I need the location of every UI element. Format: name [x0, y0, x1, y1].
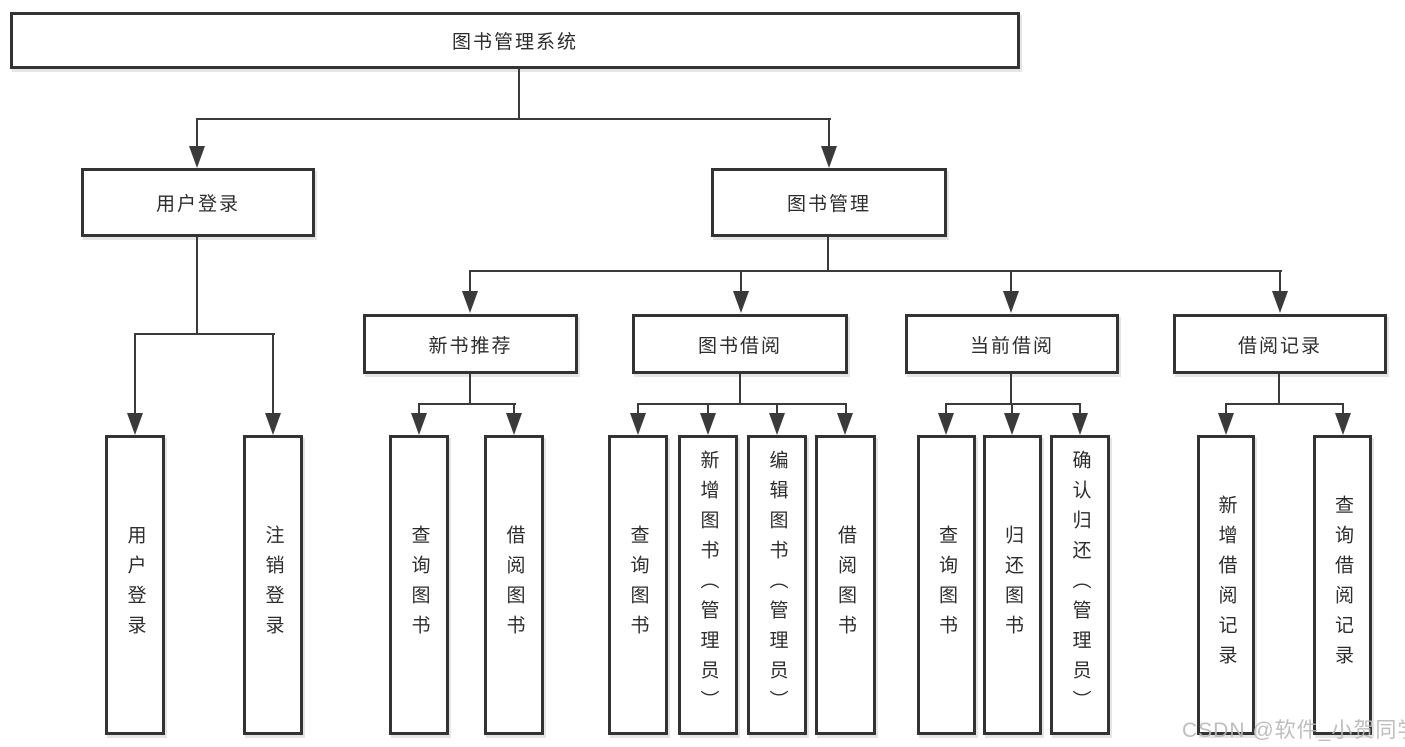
node-root-system: 图书管理系统: [10, 12, 1020, 69]
connector-line: [845, 403, 847, 417]
leaf-return-books: 归还图书: [983, 435, 1042, 735]
connector-line: [1278, 374, 1280, 405]
leaf-query-books-newbook: 查询图书: [389, 435, 449, 735]
node-borrowing-records: 借阅记录: [1173, 314, 1387, 374]
arrow-down-icon: [462, 291, 478, 313]
leaf-add-borrow-record: 新增借阅记录: [1197, 435, 1255, 735]
node-new-book-recommend: 新书推荐: [363, 314, 578, 374]
connector-line: [418, 403, 516, 405]
node-current-borrowing: 当前借阅: [905, 314, 1119, 374]
arrow-down-icon: [1335, 413, 1351, 435]
connector-line: [418, 403, 420, 417]
arrow-down-icon: [1003, 291, 1019, 313]
leaf-label: 借阅图书: [503, 525, 525, 645]
leaf-label: 查询借阅记录: [1332, 495, 1353, 675]
leaf-edit-books-admin: 编辑图书（管理员）: [747, 435, 807, 735]
leaf-confirm-return-admin: 确认归还（管理员）: [1050, 435, 1110, 735]
arrow-down-icon: [265, 413, 281, 435]
connector-line: [272, 333, 274, 417]
node-borrowing-records-label: 借阅记录: [1237, 335, 1322, 357]
leaf-query-borrow-record: 查询借阅记录: [1313, 435, 1372, 735]
arrow-down-icon: [837, 413, 853, 435]
connector-line: [1011, 403, 1013, 417]
node-user-login-label: 用户登录: [155, 194, 240, 215]
leaf-label: 借阅图书: [835, 525, 856, 645]
leaf-user-login: 用户登录: [105, 435, 165, 735]
node-current-borrowing-label: 当前借阅: [969, 335, 1054, 357]
connector-line: [828, 118, 830, 150]
leaf-borrow-books-newbook: 借阅图书: [484, 435, 544, 735]
leaf-label: 归还图书: [1002, 525, 1023, 645]
leaf-label: 用户登录: [124, 525, 146, 645]
leaf-label: 编辑图书（管理员）: [766, 450, 788, 720]
leaf-borrow-books-borrowing: 借阅图书: [815, 435, 876, 735]
connector-line: [776, 403, 778, 417]
connector-line: [518, 68, 520, 120]
leaf-label: 新增图书（管理员）: [697, 450, 719, 720]
connector-line: [707, 403, 709, 417]
arrow-down-icon: [938, 413, 954, 435]
leaf-add-books-admin: 新增图书（管理员）: [678, 435, 738, 735]
connector-line: [1079, 403, 1081, 417]
arrow-down-icon: [1272, 291, 1288, 313]
csdn-watermark: CSDN @软件_小贺同学: [1182, 719, 1405, 742]
connector-line: [1225, 403, 1227, 417]
connector-line: [134, 333, 275, 335]
arrow-down-icon: [630, 413, 646, 435]
arrow-down-icon: [189, 146, 205, 168]
arrow-down-icon: [769, 413, 785, 435]
connector-line: [740, 270, 742, 296]
leaf-logout: 注销登录: [243, 435, 303, 735]
arrow-down-icon: [700, 413, 716, 435]
connector-line: [1010, 374, 1012, 405]
node-root-label: 图书管理系统: [451, 32, 578, 53]
connector-line: [196, 118, 198, 150]
connector-line: [469, 270, 1282, 272]
leaf-label: 查询图书: [408, 525, 430, 645]
arrow-down-icon: [506, 413, 522, 435]
arrow-down-icon: [821, 146, 837, 168]
node-book-borrowing: 图书借阅: [632, 314, 848, 374]
leaf-label: 查询图书: [936, 525, 957, 645]
leaf-label: 新增借阅记录: [1215, 495, 1237, 675]
connector-line: [196, 237, 198, 335]
leaf-query-books-borrowing: 查询图书: [608, 435, 668, 735]
node-book-borrowing-label: 图书借阅: [697, 335, 782, 357]
connector-line: [827, 237, 829, 272]
connector-line: [1279, 270, 1281, 296]
connector-line: [739, 374, 741, 405]
leaf-label: 注销登录: [262, 525, 284, 645]
connector-line: [134, 333, 136, 417]
leaf-label: 查询图书: [627, 525, 649, 645]
connector-line: [1225, 403, 1344, 405]
connector-line: [945, 403, 947, 417]
node-user-login: 用户登录: [81, 168, 315, 237]
node-book-management: 图书管理: [711, 168, 947, 237]
leaf-label: 确认归还（管理员）: [1069, 450, 1091, 720]
arrow-down-icon: [733, 291, 749, 313]
connector-line: [513, 403, 515, 417]
connector-line: [1010, 270, 1012, 296]
connector-line: [196, 118, 831, 120]
connector-line: [637, 403, 639, 417]
connector-line: [945, 403, 1081, 405]
leaf-query-books-current: 查询图书: [917, 435, 976, 735]
connector-line: [469, 270, 471, 296]
arrow-down-icon: [411, 413, 427, 435]
connector-line: [1342, 403, 1344, 417]
connector-line: [637, 403, 847, 405]
arrow-down-icon: [1218, 413, 1234, 435]
arrow-down-icon: [1072, 413, 1088, 435]
arrow-down-icon: [127, 413, 143, 435]
node-new-book-recommend-label: 新书推荐: [428, 335, 513, 357]
connector-line: [469, 374, 471, 405]
node-book-management-label: 图书管理: [786, 194, 871, 215]
arrow-down-icon: [1004, 413, 1020, 435]
